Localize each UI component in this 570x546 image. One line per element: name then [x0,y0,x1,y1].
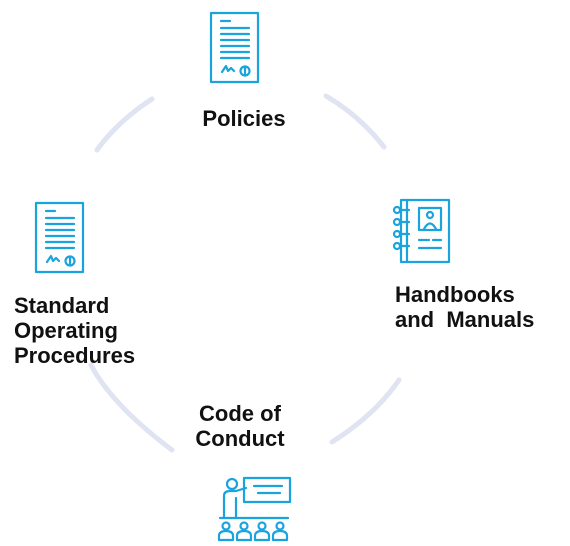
sop-line-1: Standard [14,293,110,318]
handbooks-line-2: and Manuals [395,307,535,332]
node-sop-label: Standard Operating Procedures [14,293,174,368]
ring-arc-top-left [94,96,155,153]
code-line-2: Conduct [195,426,285,451]
ring-arc-top-right [323,93,387,150]
sop-line-2: Operating [14,318,118,343]
policy-document-icon [209,11,260,84]
handbooks-line-1: Handbooks [395,282,515,307]
ring-arc-bottom-right [329,377,402,445]
node-code-label: Code of Conduct [180,401,300,451]
sop-document-icon [34,201,85,274]
policies-line: Policies [202,106,286,131]
node-handbooks-label: Handbooks and Manuals [395,282,555,332]
node-policies-label: Policies [182,106,306,131]
handbook-icon [392,198,451,264]
sop-line-3: Procedures [14,343,136,368]
code-line-1: Code of [199,401,281,426]
ring-arc-bottom-left [88,362,175,453]
presentation-training-icon [217,476,292,542]
